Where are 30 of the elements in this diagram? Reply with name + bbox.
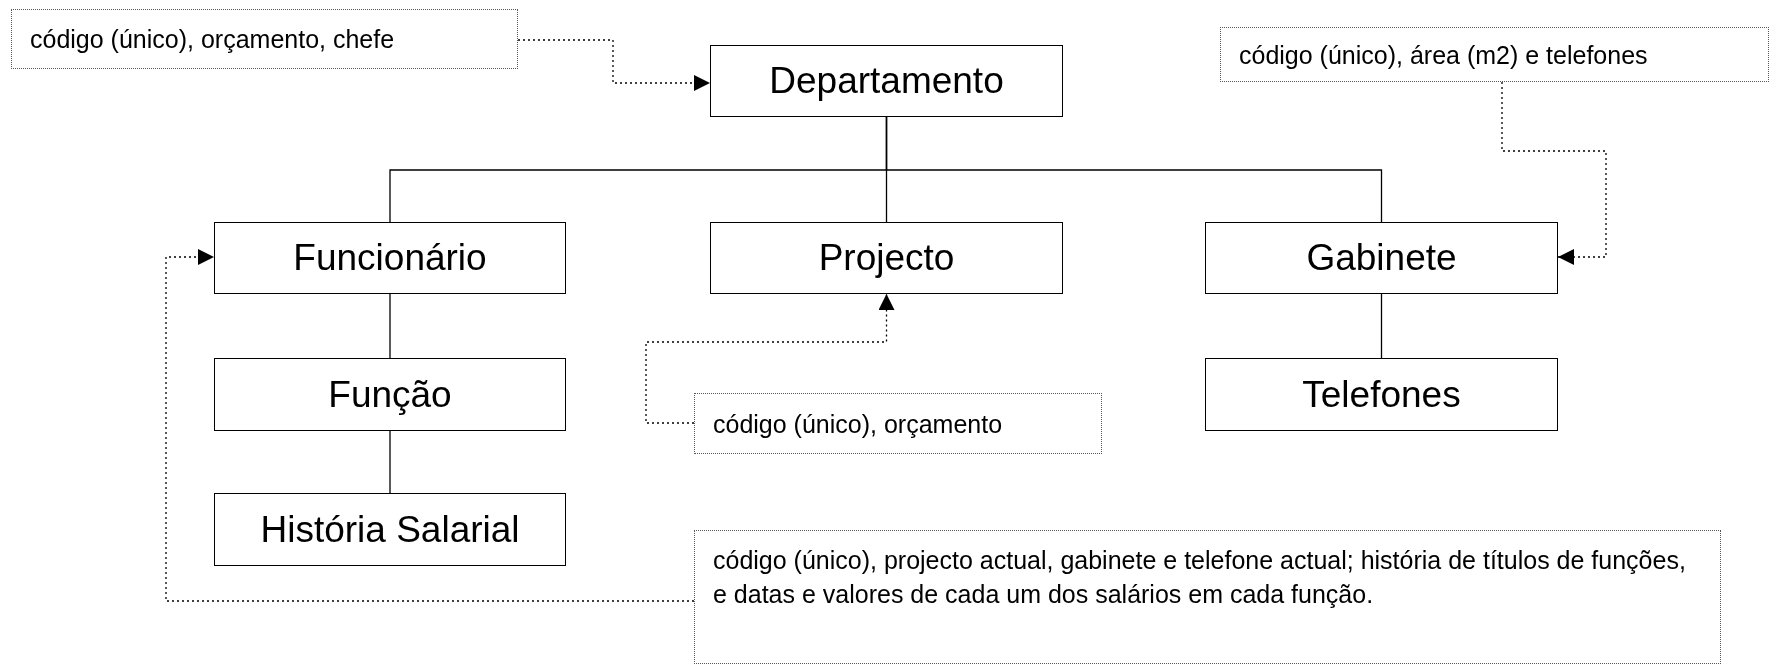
arrow (645, 293, 895, 424)
arrow (1501, 81, 1607, 265)
entity-box (710, 45, 1063, 117)
note-text: código (único), orçamento, chefe (30, 24, 395, 55)
attribute-note (11, 9, 518, 69)
connector-line (1380, 293, 1383, 359)
entity-box (1205, 222, 1558, 294)
arrow (517, 39, 711, 91)
connector-line (389, 430, 391, 494)
entity-label: Departamento (769, 60, 1004, 102)
note-text: código (único), orçamento (713, 408, 1003, 440)
entity-box (214, 358, 566, 431)
entity-label: Funcionário (293, 237, 487, 279)
entity-box (214, 222, 566, 294)
note-text: código (único), área (m2) e telefones (1239, 39, 1648, 71)
entity-box (710, 222, 1063, 294)
entity-label: Função (328, 373, 452, 416)
arrow (165, 249, 695, 602)
entity-label: Projecto (818, 237, 955, 279)
connector-line (885, 116, 1383, 223)
connector-line (389, 293, 391, 359)
entity-label: Telefones (1302, 373, 1461, 416)
attribute-note (1220, 27, 1769, 82)
entity-box (214, 493, 566, 566)
attribute-note (694, 530, 1721, 664)
entity-label: Gabinete (1306, 237, 1457, 279)
note-text: código (único), projecto actual, gabinete e telefone actual; história de títulos de funções, e datas e valores de cada um dos salários em cada função. (713, 545, 1687, 610)
entity-box (1205, 358, 1558, 431)
attribute-note (694, 393, 1102, 454)
entity-label: História Salarial (260, 508, 520, 551)
